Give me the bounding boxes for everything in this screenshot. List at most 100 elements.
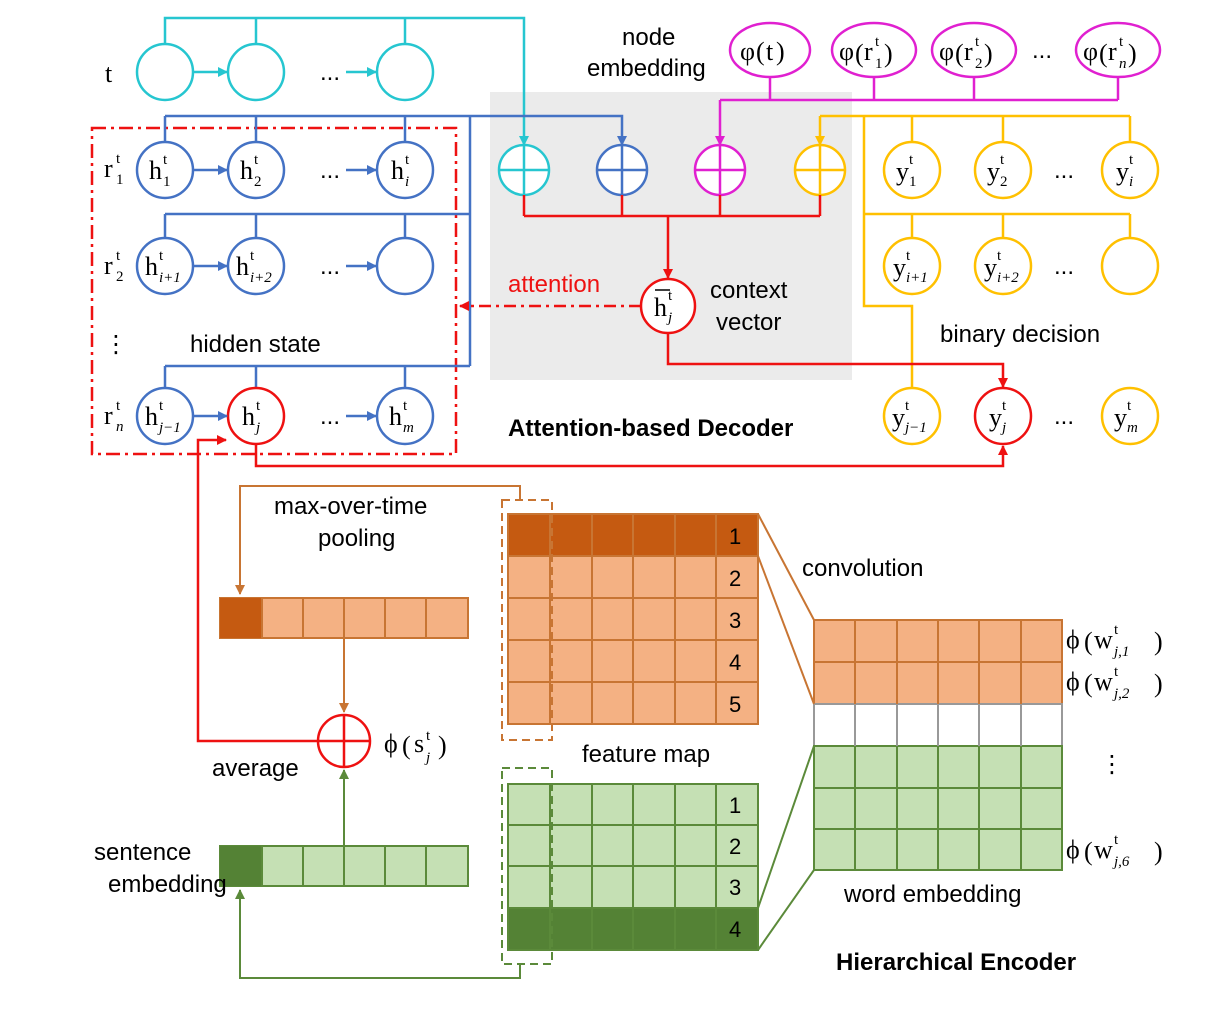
svg-text:h: h [240, 156, 253, 185]
hidden-node-empty [375, 236, 435, 296]
max-pooling-label: max-over-time [274, 493, 427, 520]
svg-text:ϕ: ϕ [1066, 625, 1080, 654]
svg-text:3: 3 [729, 875, 741, 900]
svg-text:y: y [984, 253, 997, 282]
feature-map-bottom: 1 2 3 4 [501, 767, 759, 965]
svg-text:m: m [403, 420, 414, 436]
svg-text:m: m [1127, 420, 1138, 436]
svg-text:4: 4 [729, 650, 741, 675]
svg-text:...: ... [1054, 157, 1074, 184]
attention-label: attention [508, 271, 600, 298]
svg-text:5: 5 [729, 692, 741, 717]
t-sequence: t ... [105, 16, 529, 146]
svg-text:r: r [104, 154, 113, 183]
svg-text:i: i [405, 174, 409, 190]
svg-text:⋮: ⋮ [104, 331, 128, 358]
svg-text:t: t [405, 152, 410, 168]
svg-text:h: h [145, 252, 158, 281]
svg-text:n: n [116, 419, 124, 435]
svg-text:pooling: pooling [318, 525, 395, 552]
hidden-node-hi2 [226, 236, 286, 296]
svg-text:j−1: j−1 [903, 420, 927, 436]
svg-text:h: h [145, 402, 158, 431]
decoder-combiners: h t j context vector attention Attention… [459, 143, 1008, 442]
svg-text:(: ( [1084, 669, 1093, 698]
svg-text:⋮: ⋮ [1100, 751, 1124, 778]
svg-text:2: 2 [729, 566, 741, 591]
svg-text:s: s [414, 729, 424, 758]
svg-text:t: t [1129, 152, 1134, 168]
average-label: average [212, 755, 299, 782]
sentence-vector-green [219, 845, 469, 887]
svg-text:t: t [116, 151, 121, 167]
hidden-node-h2 [226, 140, 286, 200]
svg-text:t: t [975, 34, 980, 50]
decision-nodes: y t 1 y t 2 ... y t i y t i+1 y t i+2 ..… [815, 114, 1160, 446]
t-node-1 [135, 42, 195, 102]
svg-text:t: t [905, 398, 910, 414]
binary-decision-label: binary decision [940, 321, 1100, 348]
hidden-state-network: r t 1 h t 1 h t 2 h t i ... r t 2 h t i+… [104, 114, 627, 446]
svg-text:embedding: embedding [108, 871, 227, 898]
svg-text:r: r [964, 37, 973, 66]
convolution-label: convolution [802, 555, 923, 582]
svg-text:...: ... [1054, 403, 1074, 430]
svg-text:): ) [1154, 837, 1163, 866]
svg-text:t: t [250, 248, 255, 264]
svg-text:h: h [389, 402, 402, 431]
t-ellipsis: ... [320, 59, 340, 86]
svg-text:...: ... [1054, 253, 1074, 280]
svg-text:r: r [104, 251, 113, 280]
svg-text:y: y [1116, 157, 1129, 186]
average-node: average ϕ ( s t j ) [212, 713, 447, 782]
svg-text:i+2: i+2 [997, 270, 1019, 286]
svg-text:h: h [391, 156, 404, 185]
svg-text:t: t [766, 37, 774, 66]
svg-text:t: t [1114, 832, 1119, 848]
svg-text:φ: φ [1083, 37, 1098, 66]
svg-text:y: y [893, 253, 906, 282]
svg-text:h: h [149, 156, 162, 185]
svg-text:r: r [864, 37, 873, 66]
svg-text:...: ... [1032, 37, 1052, 64]
svg-text:ϕ: ϕ [1066, 835, 1080, 864]
node-embeddings: node embedding φ ( t ) φ ( r t 1 ) φ ( r… [587, 21, 1162, 146]
svg-text:2: 2 [1000, 174, 1008, 190]
svg-text:(: ( [855, 39, 864, 68]
svg-text:2: 2 [116, 269, 124, 285]
svg-text:φ: φ [839, 37, 854, 66]
svg-text:n: n [1119, 56, 1127, 72]
svg-text:1: 1 [909, 174, 917, 190]
svg-text:4: 4 [729, 917, 741, 942]
svg-text:t: t [1000, 152, 1005, 168]
svg-text:r: r [1108, 37, 1117, 66]
svg-text:t: t [159, 398, 164, 414]
svg-text:): ) [1128, 39, 1137, 68]
svg-text:j: j [424, 750, 430, 766]
svg-text:2: 2 [729, 834, 741, 859]
svg-text:y: y [892, 403, 905, 432]
svg-text:t: t [906, 248, 911, 264]
svg-text:r: r [104, 401, 113, 430]
svg-text:3: 3 [729, 608, 741, 633]
word-embedding-matrix: ϕ ( w t j,1 ) ϕ ( w t j,2 ) ⋮ ϕ ( w t j,… [813, 619, 1163, 871]
sentence-embedding-label: sentence [94, 839, 191, 866]
svg-text:j,2: j,2 [1112, 686, 1130, 702]
svg-text:t: t [1127, 398, 1132, 414]
svg-text:y: y [989, 403, 1002, 432]
svg-text:t: t [426, 728, 431, 744]
svg-text:): ) [984, 39, 993, 68]
svg-text:i+1: i+1 [906, 270, 928, 286]
svg-text:y: y [1114, 403, 1127, 432]
t-node-2 [226, 42, 286, 102]
svg-text:t: t [909, 152, 914, 168]
hidden-node-hi [375, 140, 435, 200]
svg-text:j,1: j,1 [1112, 644, 1129, 660]
hidden-node-hm [375, 386, 435, 446]
svg-text:t: t [254, 152, 259, 168]
svg-text:i+1: i+1 [159, 270, 181, 286]
svg-text:2: 2 [254, 174, 262, 190]
feature-map-top: 1 2 3 4 5 [501, 499, 759, 741]
svg-text:t: t [403, 398, 408, 414]
